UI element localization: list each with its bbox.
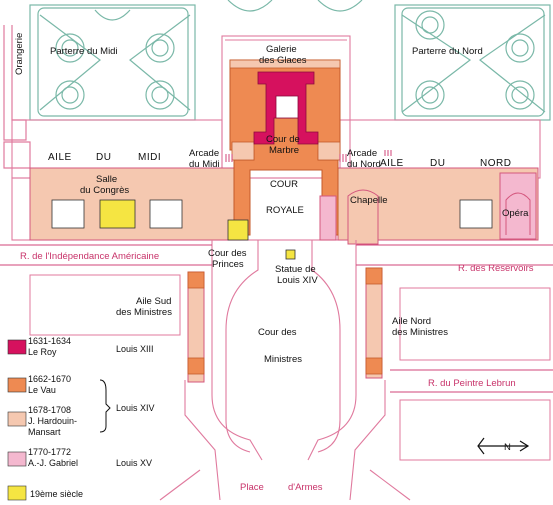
outbuildings: [29, 274, 551, 461]
label-orangerie: Orangerie: [14, 33, 25, 75]
label-road-reservoirs: R. des Réservoirs: [458, 263, 534, 274]
label-north: N: [504, 442, 511, 453]
legend-arch-3a: J. Hardouin-: [28, 416, 77, 426]
labels: Parterre du Midi Parterre du Nord Orange…: [14, 33, 534, 499]
aile-nord-ministres-building: [365, 267, 383, 379]
legend-dates-1: 1631-1634: [28, 336, 71, 346]
legend-swatch-gabriel: [7, 451, 27, 467]
label-opera: Opéra: [502, 208, 529, 219]
legend: [7, 339, 111, 501]
label-aile-sud-ministres-2: des Ministres: [116, 307, 172, 318]
label-aile-midi-3: MIDI: [138, 152, 161, 163]
legend-dates-3: 1678-1708: [28, 405, 71, 415]
label-cour-princes-1: Cour des: [208, 248, 247, 259]
garden-center: [227, 0, 363, 12]
label-arcade-midi-1: Arcade: [189, 148, 219, 159]
arcade-marks: [225, 150, 392, 162]
label-aile-nord-ministres-1: Aile Nord: [392, 316, 431, 327]
label-road-independance: R. de l'Indépendance Américaine: [20, 251, 159, 262]
legend-dates-4: 1770-1772: [28, 447, 71, 457]
garden-parterre-midi: [29, 4, 196, 121]
label-galerie-2: des Glaces: [259, 55, 307, 66]
label-aile-midi-1: AILE: [48, 152, 72, 163]
aile-du-midi-building: [29, 167, 241, 241]
label-cour-royale-1: COUR: [270, 179, 298, 190]
label-arcade-midi-2: du Midi: [189, 159, 220, 170]
label-galerie-1: Galerie: [266, 44, 297, 55]
label-aile-sud-ministres-1: Aile Sud: [136, 296, 171, 307]
statue-louis-xiv-marker: [285, 249, 296, 260]
label-aile-nord-1: AILE: [380, 158, 404, 169]
legend-swatch-19e: [7, 485, 27, 501]
legend-dates-5: 19ème siècle: [30, 489, 83, 499]
legend-arch-3b: Mansart: [28, 427, 61, 437]
label-parterre-midi: Parterre du Midi: [50, 46, 118, 57]
legend-arch-1: Le Roy: [28, 347, 57, 357]
label-cour-princes-2: Princes: [212, 259, 244, 270]
label-arcade-nord-2: du Nord: [347, 159, 381, 170]
label-aile-nord-2: DU: [430, 158, 445, 169]
label-parterre-nord: Parterre du Nord: [412, 46, 483, 57]
legend-swatch-leroy: [7, 339, 27, 355]
legend-arch-2: Le Vau: [28, 385, 56, 395]
label-cour-marbre-2: Marbre: [269, 145, 299, 156]
central-palace: [229, 59, 341, 236]
label-statue-1: Statue de: [275, 264, 316, 275]
cour-des-princes-marker: [227, 219, 249, 241]
label-road-lebrun: R. du Peintre Lebrun: [428, 378, 516, 389]
label-place: Place: [240, 482, 264, 493]
label-cour-ministres-2: Ministres: [264, 354, 302, 365]
garden-parterre-nord: [394, 4, 551, 121]
label-salle-1: Salle: [96, 174, 117, 185]
legend-reign-louis13: Louis XIII: [116, 344, 154, 354]
legend-reign-louis15: Louis XV: [116, 458, 152, 468]
aile-du-nord-building: [337, 167, 539, 245]
north-arrow-icon: [477, 437, 530, 455]
legend-swatch-hardouin: [7, 411, 27, 427]
label-aile-nord-3: NORD: [480, 158, 511, 169]
legend-dates-2: 1662-1670: [28, 374, 71, 384]
label-statue-2: Louis XIV: [277, 275, 318, 286]
legend-swatch-levau: [7, 377, 27, 393]
legend-brace: [99, 379, 111, 433]
courtyard-lines: [159, 240, 411, 501]
label-salle-2: du Congrès: [80, 185, 129, 196]
label-arcade-nord-1: Arcade: [347, 148, 377, 159]
aile-sud-ministres-building: [187, 271, 205, 383]
label-cour-royale-2: ROYALE: [266, 205, 304, 216]
label-armes: d'Armes: [288, 482, 323, 493]
label-cour-marbre-1: Cour de: [266, 134, 300, 145]
gabriel-wing: [319, 195, 337, 241]
label-chapelle: Chapelle: [350, 195, 388, 206]
label-aile-nord-ministres-2: des Ministres: [392, 327, 448, 338]
label-cour-ministres-1: Cour des: [258, 327, 297, 338]
roads: [0, 244, 553, 393]
label-aile-midi-2: DU: [96, 152, 111, 163]
legend-reign-louis14: Louis XIV: [116, 403, 155, 413]
legend-arch-4: A.-J. Gabriel: [28, 458, 78, 468]
